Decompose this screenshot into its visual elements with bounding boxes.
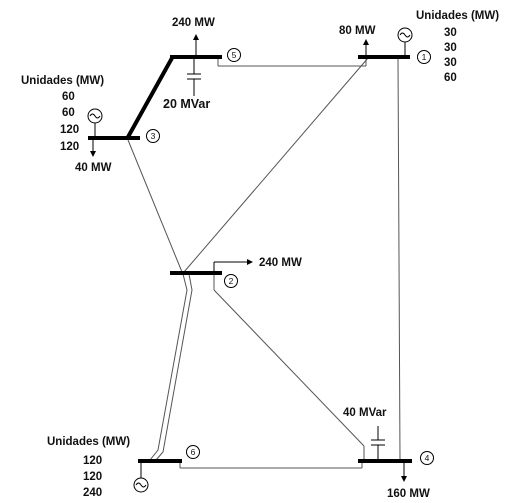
capacitor-label-bus5: 20 MVar bbox=[163, 97, 210, 111]
generator-unit-bus6: 120 bbox=[83, 455, 102, 467]
generator-unit-bus3: 60 bbox=[62, 91, 75, 103]
bus-6-number: 6 bbox=[191, 447, 196, 457]
bus-3-marker: 3 bbox=[146, 129, 160, 143]
generator-bus3 bbox=[87, 108, 103, 138]
load-label-bus4: 160 MW bbox=[387, 488, 430, 500]
load-arrow-bus3 bbox=[90, 138, 96, 157]
bus-2-number: 2 bbox=[229, 276, 234, 286]
generator-unit-bus1: 60 bbox=[444, 72, 457, 84]
bus-6-marker: 6 bbox=[186, 445, 200, 459]
load-arrow-bus5 bbox=[193, 34, 199, 57]
bus-5-number: 5 bbox=[232, 50, 237, 60]
line-2-6-double bbox=[149, 273, 188, 461]
bus-5-marker: 5 bbox=[227, 48, 241, 62]
bus-1-number: 1 bbox=[422, 52, 427, 62]
generator-unit-bus1: 30 bbox=[444, 27, 457, 39]
generator-bus6 bbox=[133, 461, 149, 493]
generator-title-bus3: Unidades (MW) bbox=[21, 75, 104, 87]
generator-unit-bus6: 120 bbox=[83, 471, 102, 483]
generator-unit-bus3: 60 bbox=[62, 107, 75, 119]
load-label-bus3: 40 MW bbox=[75, 162, 112, 174]
generator-unit-bus6: 240 bbox=[83, 487, 102, 499]
load-arrow-bus2 bbox=[213, 259, 253, 273]
bus-4-marker: 4 bbox=[420, 451, 434, 465]
load-arrow-bus4 bbox=[401, 461, 407, 482]
line-3-5-heavy bbox=[126, 56, 174, 139]
line-2-4-b bbox=[213, 289, 365, 447]
line-1-2 bbox=[183, 57, 369, 273]
generator-unit-bus3: 120 bbox=[60, 141, 79, 153]
generator-title-bus1: Unidades (MW) bbox=[416, 10, 499, 22]
capacitor-bus5 bbox=[187, 57, 201, 96]
load-arrow-bus1 bbox=[363, 39, 369, 57]
capacitor-bus4 bbox=[371, 426, 385, 461]
load-label-bus5: 240 MW bbox=[172, 17, 215, 29]
line-3-2 bbox=[127, 139, 183, 273]
line-1-4 bbox=[397, 57, 401, 461]
bus-2-marker: 2 bbox=[224, 274, 238, 288]
generator-unit-bus1: 30 bbox=[444, 42, 457, 54]
bus-3-number: 3 bbox=[151, 131, 156, 141]
line-2-6-double-b bbox=[155, 273, 193, 461]
capacitor-label-bus4: 40 MVar bbox=[343, 407, 387, 419]
generator-bus1 bbox=[397, 27, 413, 57]
generator-title-bus6: Unidades (MW) bbox=[47, 436, 130, 448]
generator-unit-bus1: 30 bbox=[444, 57, 457, 69]
load-label-bus2: 240 MW bbox=[259, 257, 302, 269]
bus-4-number: 4 bbox=[425, 453, 430, 463]
load-label-bus1: 80 MW bbox=[339, 25, 376, 37]
generator-unit-bus3: 120 bbox=[60, 124, 79, 136]
bus-1-marker: 1 bbox=[417, 50, 431, 64]
